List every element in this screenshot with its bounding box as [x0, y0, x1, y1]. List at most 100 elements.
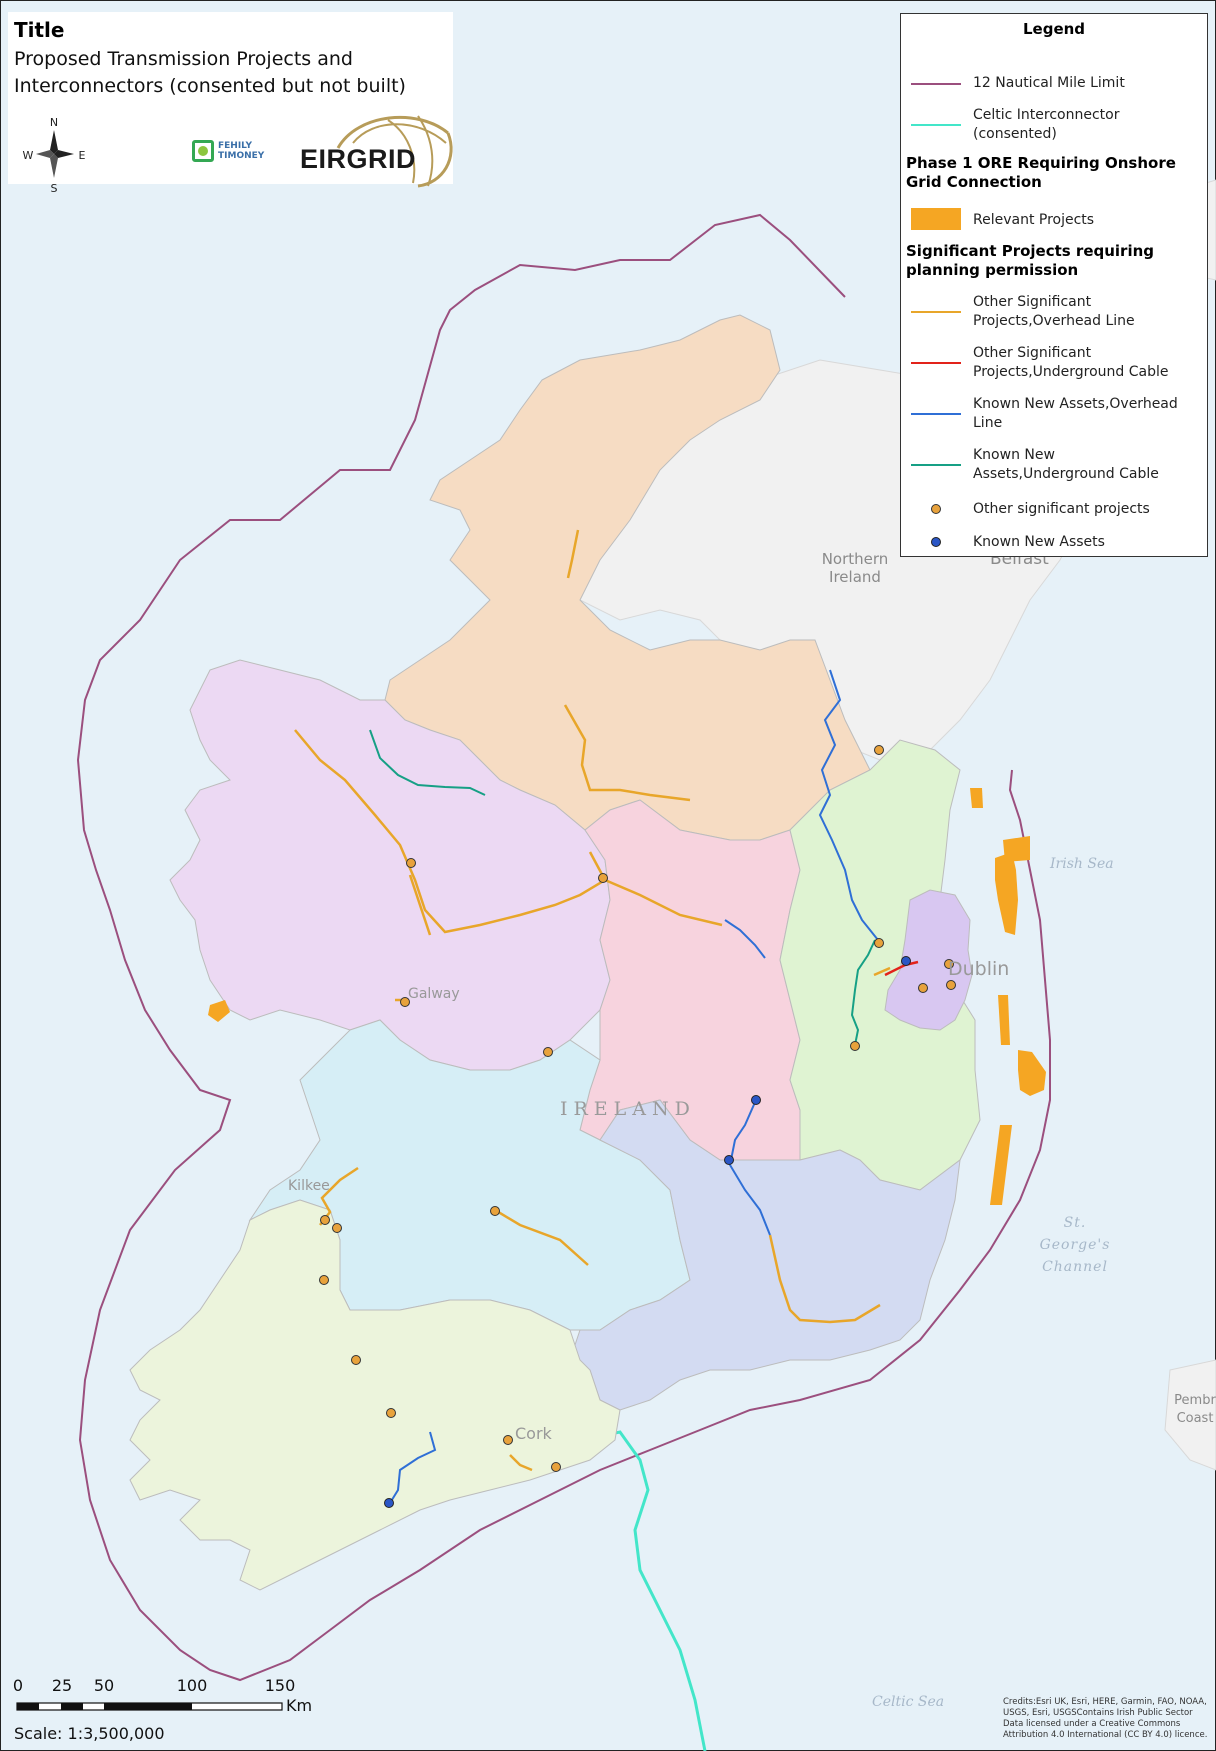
project-point[interactable] [944, 959, 954, 969]
project-point[interactable] [543, 1047, 553, 1057]
legend-label: Known New Assets,Overhead Line [973, 396, 1178, 431]
scale-bar-graphic [16, 1702, 283, 1711]
project-point[interactable] [386, 1408, 396, 1418]
legend-label: Relevant Projects [973, 212, 1095, 228]
scale-tick: 50 [93, 1676, 115, 1695]
fehily-line1: FEHILY [218, 141, 253, 151]
known-new-asset-points [384, 956, 911, 1508]
asset-point[interactable] [724, 1155, 734, 1165]
region-east [779, 739, 981, 1191]
legend-swatch-line [911, 362, 961, 364]
ore-project-5[interactable] [1018, 1050, 1046, 1096]
legend-item-celtic-interconnector: Celtic Interconnector (consented) [901, 104, 1207, 144]
title-heading: Title [14, 18, 65, 42]
asset-point[interactable] [751, 1095, 761, 1105]
legend-label: Other Significant Projects,Overhead Line [973, 294, 1135, 329]
label-celtic-sea: Celtic Sea [872, 1694, 945, 1710]
project-point[interactable] [400, 997, 410, 1007]
other-significant-points [319, 745, 956, 1472]
compass-e: E [79, 149, 86, 162]
legend-swatch-line [911, 83, 961, 85]
label-cork: Cork [515, 1424, 552, 1443]
legend-label: Other significant projects [973, 501, 1150, 517]
legend-panel: Legend 12 Nautical Mile Limit Celtic Int… [900, 13, 1208, 557]
eirgrid-wordmark: EIRGRID [300, 144, 417, 174]
label-galway: Galway [408, 986, 460, 1002]
legend-title: Legend [1022, 20, 1086, 38]
asset-point[interactable] [901, 956, 911, 966]
scale-tick: 0 [12, 1676, 24, 1695]
legend-item-relevant-projects: Relevant Projects [901, 206, 1207, 234]
ore-project-2[interactable] [995, 852, 1018, 935]
project-point[interactable] [490, 1206, 500, 1216]
scale-tick: 25 [51, 1676, 73, 1695]
map-credits: Credits:Esri UK, Esri, HERE, Garmin, FAO… [1003, 1697, 1208, 1740]
project-point[interactable] [320, 1215, 330, 1225]
legend-swatch-point [931, 537, 941, 547]
project-point[interactable] [598, 873, 608, 883]
region-south-east [569, 1099, 961, 1411]
project-point[interactable] [874, 938, 884, 948]
fehily-line2: TIMONEY [218, 151, 265, 161]
legend-swatch-line [911, 124, 961, 126]
asset-point[interactable] [384, 1498, 394, 1508]
legend-swatch-fill [911, 208, 961, 230]
project-point[interactable] [946, 980, 956, 990]
project-point[interactable] [874, 745, 884, 755]
label-st-georges-channel: St. George's Channel [1039, 1215, 1111, 1275]
project-point[interactable] [918, 983, 928, 993]
legend-item-known-overhead: Known New Assets,Overhead Line [901, 394, 1207, 436]
project-point[interactable] [406, 858, 416, 868]
north-arrow-icon: N S W E [23, 116, 86, 192]
legend-swatch-line [911, 413, 961, 415]
project-point[interactable] [503, 1435, 513, 1445]
ore-project-3[interactable] [1003, 836, 1030, 862]
region-south-west [129, 1199, 621, 1591]
project-point[interactable] [850, 1041, 860, 1051]
label-ireland: IRELAND [560, 1098, 696, 1120]
legend-label: Known New Assets,Underground Cable [973, 447, 1159, 482]
ore-project-7[interactable] [208, 1000, 230, 1022]
legend-swatch-point [931, 504, 941, 514]
ore-project-1[interactable] [970, 788, 983, 808]
compass-w: W [23, 149, 34, 162]
underground-lines-teal [369, 729, 876, 1046]
legend-heading-significant: Significant Projects requiring planning … [906, 242, 1155, 279]
overhead-lines-blue [389, 669, 879, 1504]
region-dublin [884, 889, 973, 1031]
eirgrid-globe-icon [336, 115, 453, 188]
scale-bar: 0 25 50 100 150 Km Scale: 1:3,500,000 [12, 1676, 342, 1746]
legend-label: Known New Assets [973, 534, 1105, 550]
label-irish-sea: Irish Sea [1050, 856, 1114, 872]
scale-tick: 100 [176, 1676, 208, 1695]
label-kilkee: Kilkee [288, 1178, 330, 1194]
label-pembrokeshire: Pembr Coast [1174, 1393, 1216, 1426]
legend-item-other-points: Other significant projects [901, 498, 1207, 522]
project-point[interactable] [319, 1275, 329, 1285]
compass-s: S [51, 182, 58, 192]
land-pembrokeshire [1164, 1359, 1216, 1471]
map-title: Proposed Transmission Projects and Inter… [14, 48, 406, 97]
eirgrid-logo: EIRGRID [298, 108, 456, 188]
scale-unit: Km [286, 1696, 313, 1715]
project-point[interactable] [551, 1462, 561, 1472]
relevant-projects [208, 788, 1046, 1205]
legend-item-other-overhead: Other Significant Projects,Overhead Line [901, 292, 1207, 334]
project-point[interactable] [351, 1355, 361, 1365]
legend-label: 12 Nautical Mile Limit [973, 75, 1125, 91]
label-northern-ireland: Northern Ireland [821, 550, 889, 586]
legend-swatch-line [911, 311, 961, 313]
legend-swatch-line [911, 464, 961, 466]
scale-ratio: Scale: 1:3,500,000 [14, 1724, 165, 1743]
fehily-timoney-logo: FEHILY TIMONEY [192, 136, 264, 166]
nautical-limit-line [76, 213, 1051, 1682]
label-dublin: Dublin [948, 958, 1010, 980]
legend-label: Other Significant Projects,Underground C… [973, 345, 1169, 380]
ore-project-6[interactable] [990, 1125, 1012, 1205]
legend-item-nautical-limit: 12 Nautical Mile Limit [901, 72, 1207, 96]
ore-project-4[interactable] [998, 995, 1010, 1045]
compass-n: N [50, 116, 58, 129]
legend-label: Celtic Interconnector (consented) [973, 107, 1120, 142]
project-point[interactable] [332, 1223, 342, 1233]
